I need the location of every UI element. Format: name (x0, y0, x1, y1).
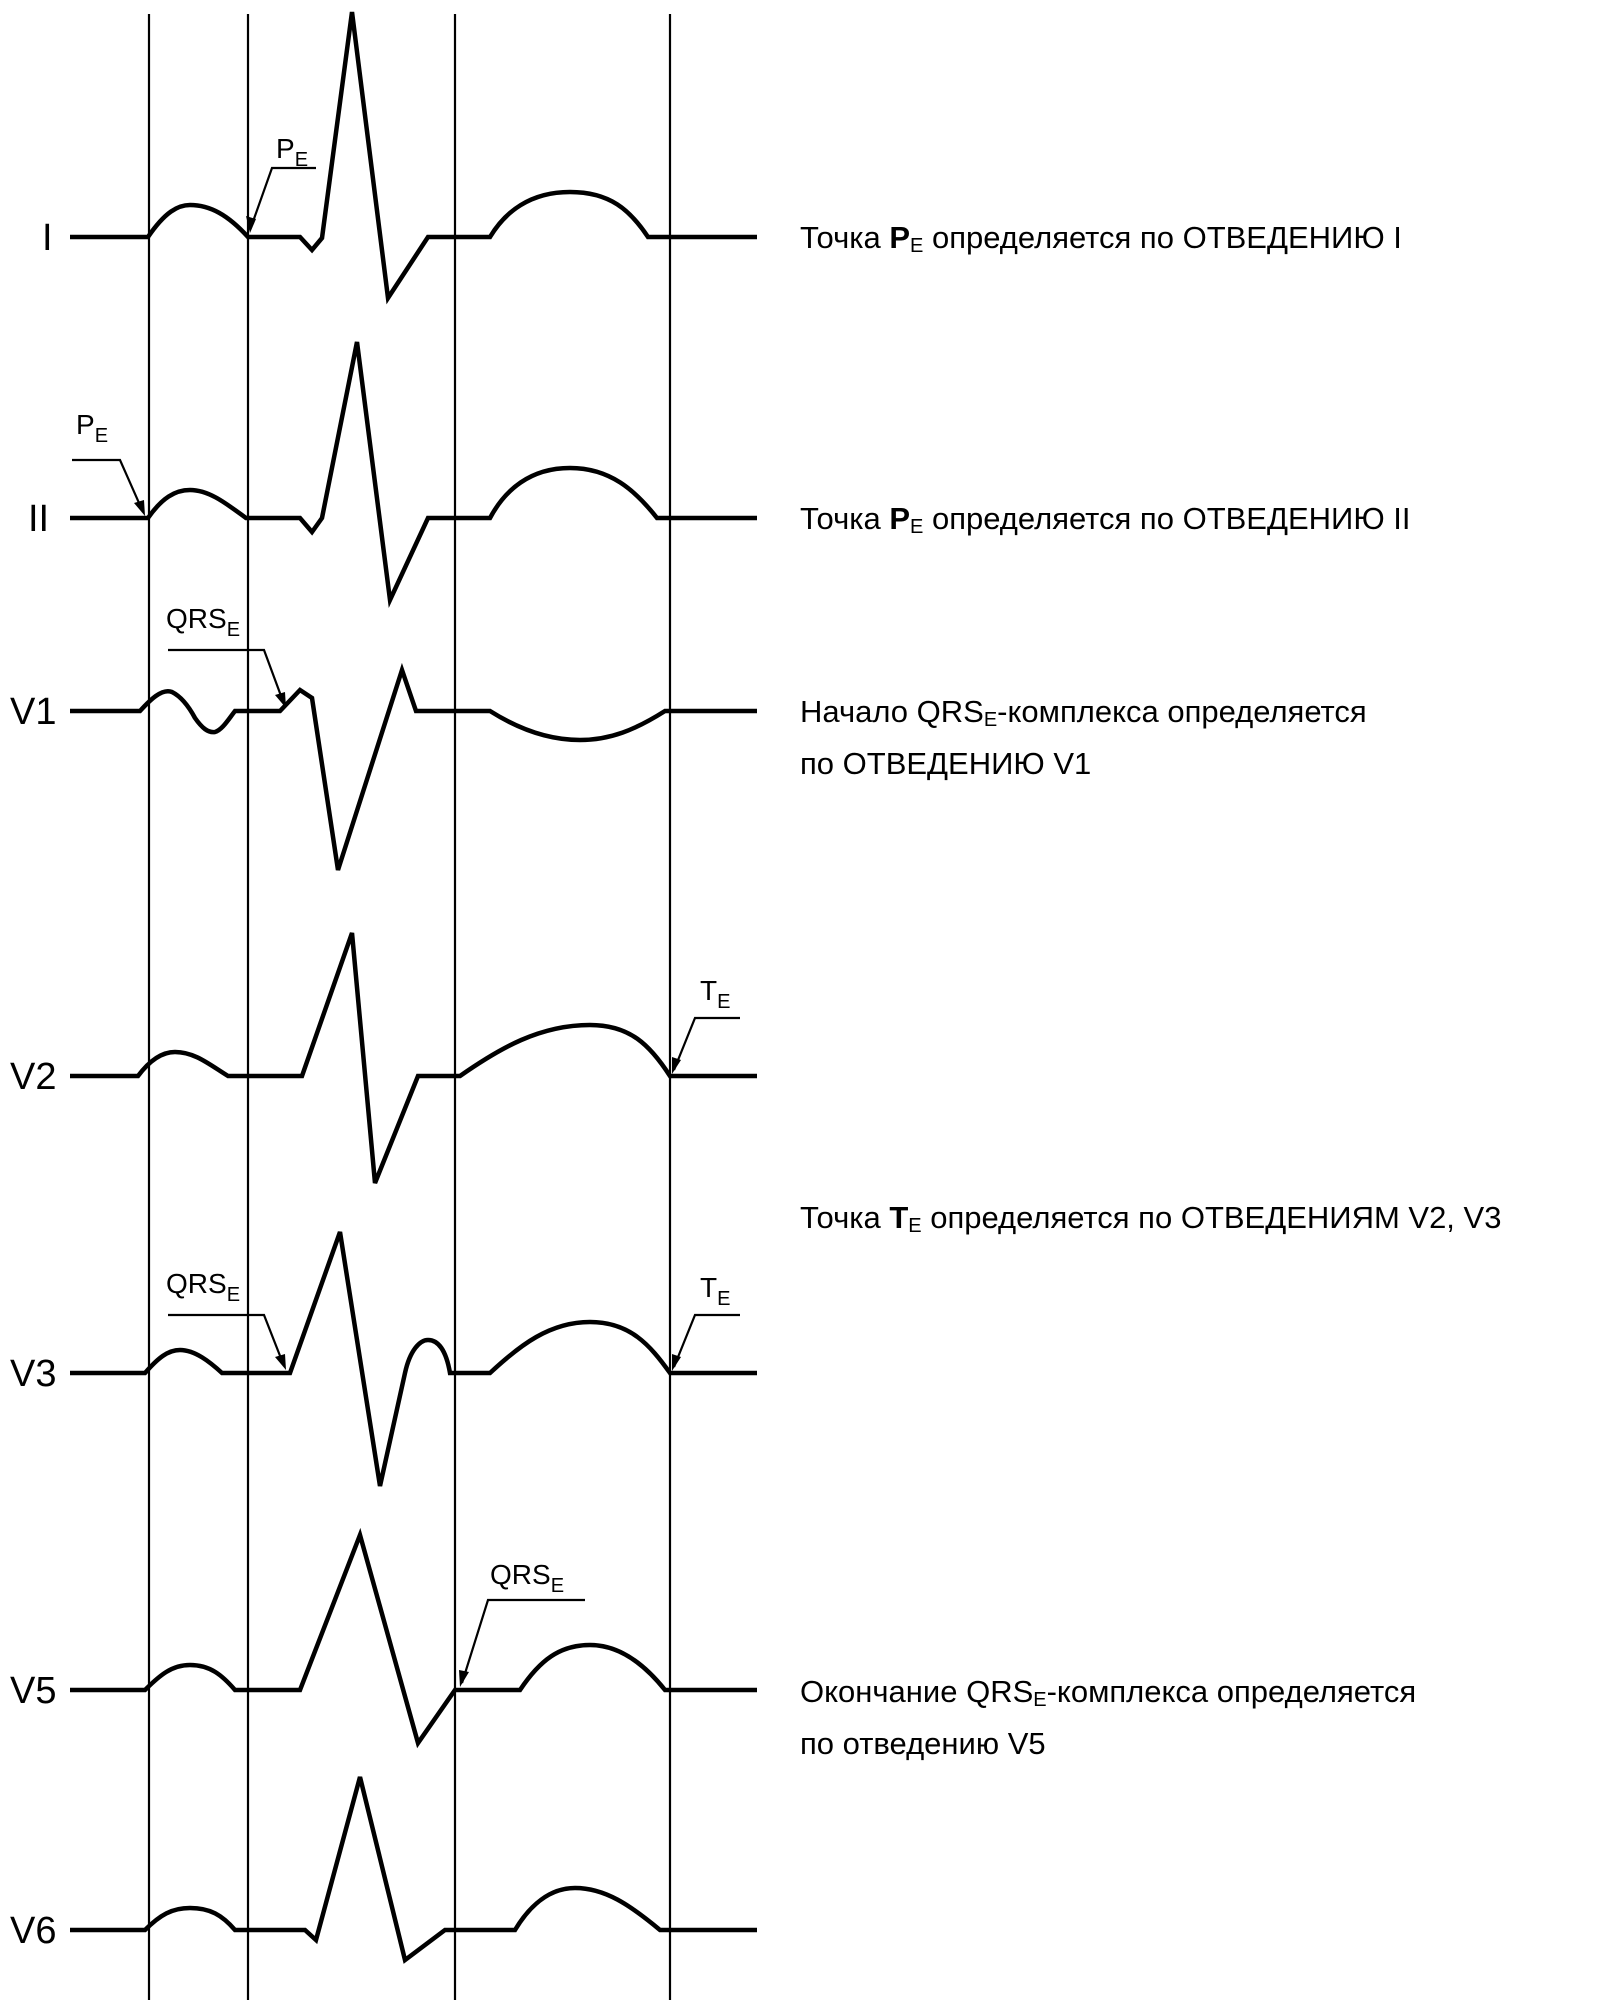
te-arrow-lead-v2 (672, 1057, 681, 1074)
te-arrow-lead-v3 (672, 1354, 681, 1371)
ecg-trace-lead-v1 (70, 662, 757, 871)
te-leader-lead-v3 (672, 1313, 740, 1368)
qrse-arrow-lead-v5 (459, 1670, 469, 1687)
lead-label-i: I (42, 217, 53, 259)
qrse-arrow-lead-v1 (275, 692, 286, 708)
lead-label-v1: V1 (10, 691, 56, 733)
lead-label-v2: V2 (10, 1056, 56, 1098)
lead-label-v6: V6 (10, 1910, 56, 1952)
qrse-label-lead-v1: QRSE (166, 603, 240, 641)
qrse-leader-lead-v1 (168, 648, 286, 705)
ecg-trace-lead-v2 (70, 932, 757, 1184)
te-label-lead-v2: TE (700, 975, 730, 1013)
pe-arrow-lead-ii (134, 500, 145, 516)
caption-lead-ii-suffix: определяется по ОТВЕДЕНИЮ II (923, 501, 1411, 536)
qrse-label-lead-v3: QRSE (166, 1268, 240, 1306)
caption-lead-v5: Окончание QRSE-комплекса определяется по… (800, 1670, 1416, 1765)
caption-lead-i-prefix: Точка (800, 220, 890, 255)
ecg-trace-lead-v6 (70, 1776, 757, 1964)
caption-lead-ii-sub: E (910, 516, 924, 538)
qrse-leader-lead-v5 (460, 1598, 585, 1684)
lead-label-ii: II (28, 498, 49, 540)
ecg-trace-lead-ii (70, 341, 757, 609)
caption-lead-i-suffix: определяется по ОТВЕДЕНИЮ I (923, 220, 1402, 255)
pe-leader-lead-ii (72, 458, 145, 513)
ecg-trace-lead-v3 (70, 1231, 757, 1487)
caption-lead-v1-base: QRS (916, 694, 984, 729)
caption-lead-v1-sub: E (983, 709, 998, 731)
ecg-trace-lead-i (70, 11, 757, 305)
pe-leader-lead-i (248, 166, 316, 231)
pe-label-lead-i: PE (276, 133, 308, 171)
qrse-leader-lead-v3 (168, 1313, 286, 1367)
caption-lead-v2-v3-sub: E (908, 1215, 922, 1237)
qrse-label-lead-v5: QRSE (490, 1559, 564, 1597)
reference-lines (147, 14, 672, 2000)
lead-label-v5: V5 (10, 1670, 56, 1712)
pe-arrow-lead-i (246, 216, 256, 233)
caption-lead-v5-sub: E (1033, 1689, 1047, 1711)
caption-lead-i-base: P (889, 220, 911, 255)
ecg-trace-lead-v5 (70, 1527, 757, 1749)
caption-lead-v2-v3-suffix: определяется по ОТВЕДЕНИЯМ V2, V3 (921, 1200, 1502, 1235)
caption-lead-v1: Начало QRSE-комплекса определяется по ОТ… (800, 690, 1367, 785)
caption-lead-v2-v3-base: T (889, 1200, 909, 1235)
te-leader-lead-v2 (672, 1016, 740, 1071)
caption-lead-ii-base: P (889, 501, 911, 536)
caption-lead-v2-v3-prefix: Точка (800, 1200, 890, 1235)
caption-lead-v5-line2: по отведению V5 (800, 1726, 1046, 1761)
caption-lead-v1-prefix: Начало (800, 694, 917, 729)
qrse-arrow-lead-v3 (275, 1354, 286, 1370)
caption-lead-v2-v3: Точка TE определяется по ОТВЕДЕНИЯМ V2, … (800, 1196, 1501, 1248)
te-label-lead-v3: TE (700, 1272, 730, 1310)
caption-lead-ii: Точка PE определяется по ОТВЕДЕНИЮ II (800, 497, 1410, 549)
pe-label-lead-ii: PE (76, 409, 108, 447)
caption-lead-i: Точка PE определяется по ОТВЕДЕНИЮ I (800, 216, 1402, 268)
caption-lead-v5-prefix: Окончание (800, 1674, 967, 1709)
caption-lead-v5-suffix: -комплекса определяется (1046, 1674, 1417, 1709)
lead-label-v3: V3 (10, 1353, 56, 1395)
caption-lead-v5-base: QRS (966, 1674, 1034, 1709)
caption-lead-ii-prefix: Точка (800, 501, 890, 536)
caption-lead-v1-line2: по ОТВЕДЕНИЮ V1 (800, 746, 1092, 781)
caption-lead-i-sub: E (910, 235, 924, 257)
caption-lead-v1-suffix: -комплекса определяется (997, 694, 1367, 729)
